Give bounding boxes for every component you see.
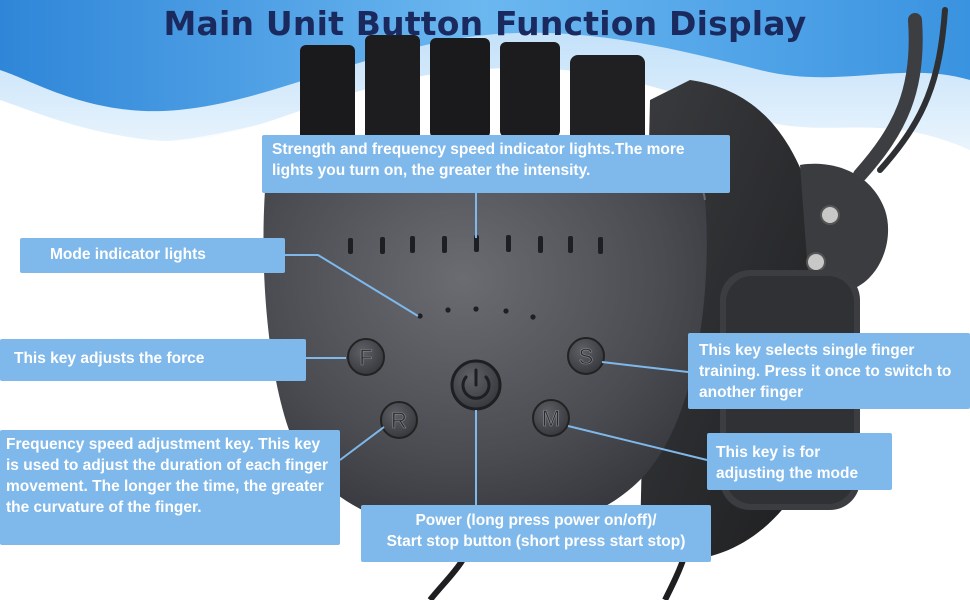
callout-power-button: Power (long press power on/off)/ Start s… [361,505,711,562]
callout-strength-lights: Strength and frequency speed indicator l… [262,135,730,193]
strength-indicator-lights [348,235,603,254]
callout-frequency-key: Frequency speed adjustment key. This key… [0,430,340,545]
callout-power-line2: Start stop button (short press start sto… [386,533,686,550]
callout-mode-key: This key is for adjusting the mode [707,433,892,490]
callout-mode-lights: Mode indicator lights [20,238,285,273]
mode-indicator-lights [417,306,536,320]
page-title: Main Unit Button Function Display [163,4,807,43]
callout-single-finger-key: This key selects single finger training.… [688,333,970,409]
callout-force-key: This key adjusts the force [0,339,306,381]
callout-power-line1: Power (long press power on/off)/ [415,512,657,529]
